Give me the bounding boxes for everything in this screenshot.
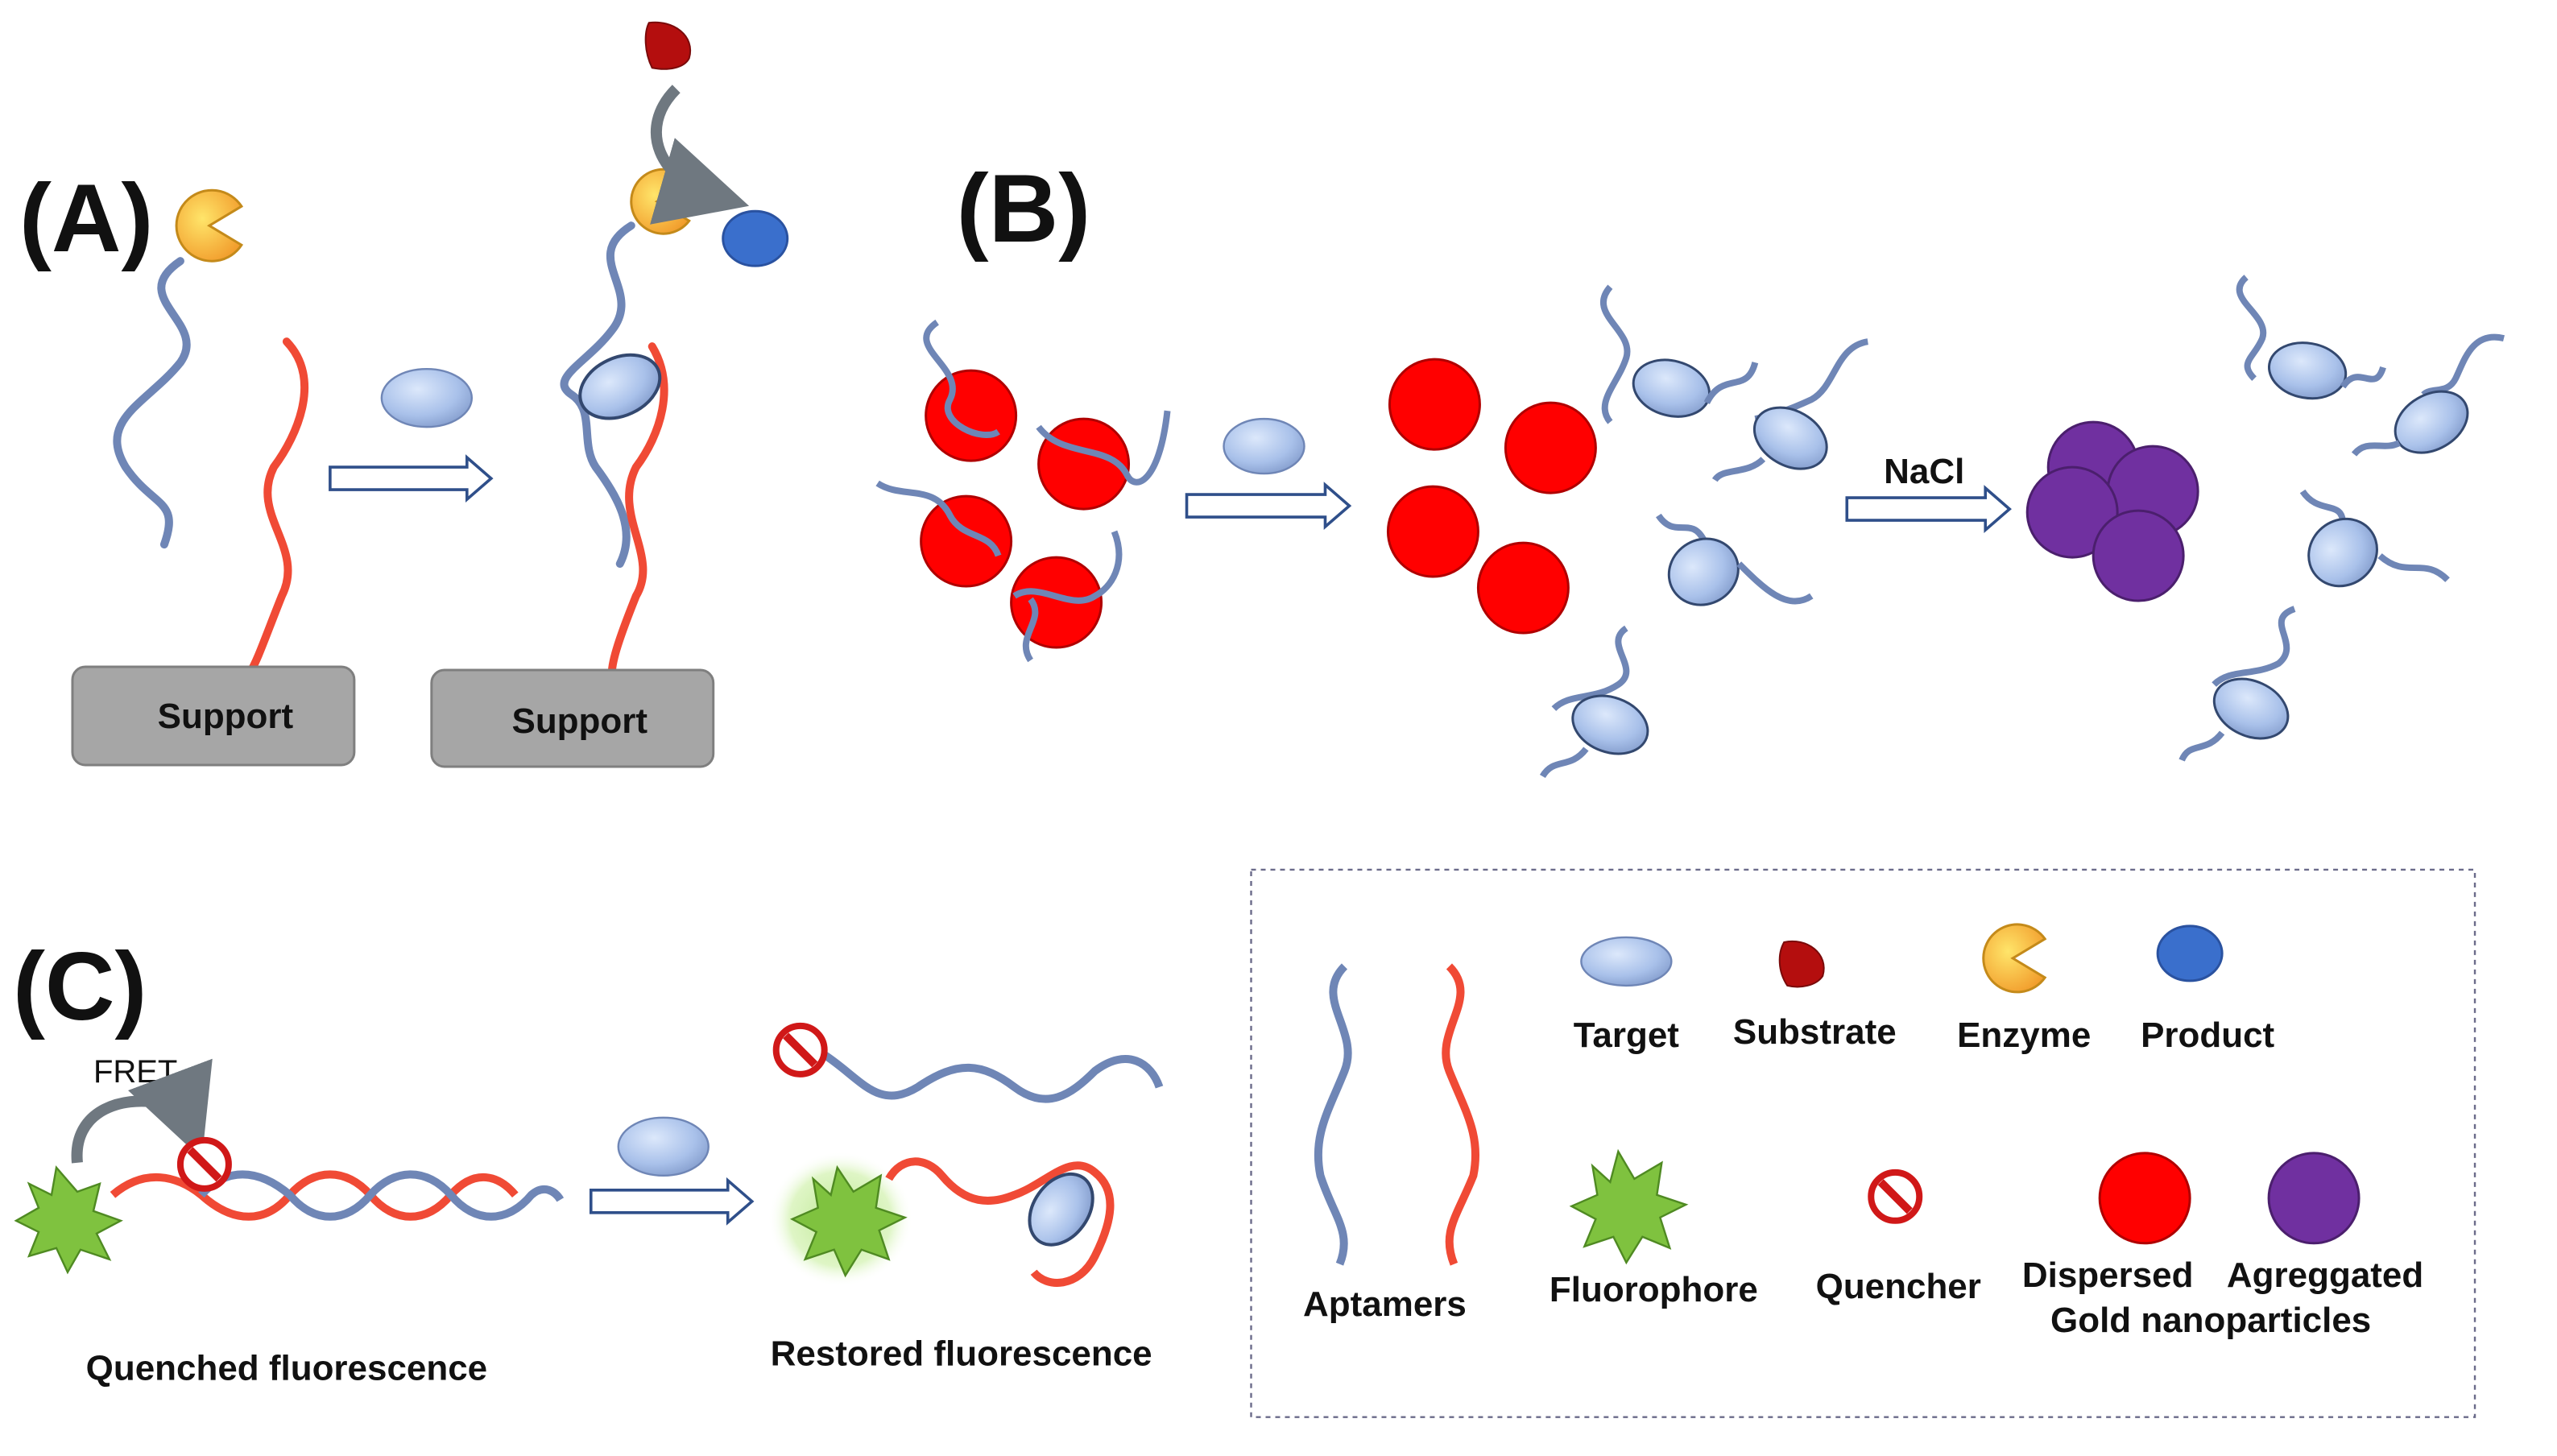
product-icon [722, 209, 789, 267]
legend-label-dispersed: Dispersed [2022, 1255, 2194, 1295]
legend-dispersed-aunp-icon [2098, 1152, 2191, 1245]
nacl-label: NaCl [1884, 452, 1964, 491]
bound-target [1028, 1172, 1094, 1247]
quencher-icon [176, 1136, 232, 1192]
legend-label-aptamers: Aptamers [1303, 1284, 1467, 1324]
fret-label: FRET [93, 1054, 177, 1090]
substrate-icon [644, 21, 692, 70]
legend-product-icon [2156, 924, 2224, 982]
legend-label-aggregated: Agreggated [2227, 1255, 2423, 1295]
legend-label-target: Target [1574, 1015, 1679, 1055]
panel-label-b: (B) [957, 155, 1091, 263]
reaction-arrow-b2 [1845, 485, 2012, 534]
quencher-icon [772, 1022, 828, 1078]
aptamer-coated-aunp-group [875, 319, 1171, 663]
legend-target-icon [1580, 936, 1673, 987]
legend-aptamer-blue [1314, 963, 1352, 1266]
quenched-caption: Quenched fluorescence [86, 1349, 487, 1388]
legend-box [1250, 868, 2476, 1418]
legend-label-enzyme: Enzyme [1957, 1015, 2091, 1055]
aptamer-target-complexes-mid [1539, 284, 1869, 779]
aptamer-target-complexes-right [2178, 275, 2505, 762]
legend-label-gold-nanoparticles: Gold nanoparticles [2050, 1301, 2371, 1340]
legend-quencher-icon [1868, 1169, 1923, 1224]
dispersed-aunp-group [1386, 358, 1597, 635]
duplex-blue-strand [198, 1170, 565, 1221]
legend-label-quencher: Quencher [1816, 1267, 1981, 1306]
target-molecule [1223, 417, 1305, 475]
fluorophore-icon [14, 1165, 123, 1275]
support-block [71, 665, 356, 767]
conversion-arrow [650, 85, 750, 225]
reaction-arrow-b1 [1185, 482, 1352, 531]
bound-capture-aptamer [607, 342, 668, 678]
support-label: Support [158, 697, 294, 736]
legend-substrate-icon [1778, 940, 1825, 988]
enzyme-aptamer-strand [113, 257, 191, 549]
enzyme-icon [175, 188, 244, 263]
legend-label-product: Product [2141, 1015, 2274, 1055]
legend-aptamer-red [1442, 963, 1480, 1266]
fret-arrow [71, 1058, 213, 1164]
restored-caption: Restored fluorescence [771, 1334, 1152, 1374]
red-aptamer-bound [885, 1157, 1115, 1287]
target-molecule [617, 1116, 710, 1177]
fluorophore-icon [789, 1164, 908, 1278]
reaction-arrow-a [329, 454, 494, 503]
panel-label-a: (A) [19, 164, 154, 272]
released-blue-aptamer [821, 1051, 1164, 1103]
legend-fluorophore-icon [1569, 1148, 1689, 1265]
legend-label-substrate: Substrate [1733, 1012, 1897, 1052]
legend-label-fluorophore: Fluorophore [1550, 1270, 1758, 1309]
legend-enzyme-icon [1982, 923, 2047, 994]
bound-target [578, 353, 662, 420]
aggregated-aunp-cluster [2025, 420, 2199, 602]
bound-enzyme-aptamer [560, 221, 635, 569]
support-label: Support [512, 701, 648, 741]
target-molecule [380, 367, 474, 428]
panel-label-c: (C) [13, 933, 147, 1040]
capture-aptamer-strand [245, 337, 309, 678]
support-block [430, 668, 715, 768]
reaction-arrow-c [589, 1177, 755, 1226]
legend-aggregated-aunp-icon [2267, 1152, 2360, 1245]
